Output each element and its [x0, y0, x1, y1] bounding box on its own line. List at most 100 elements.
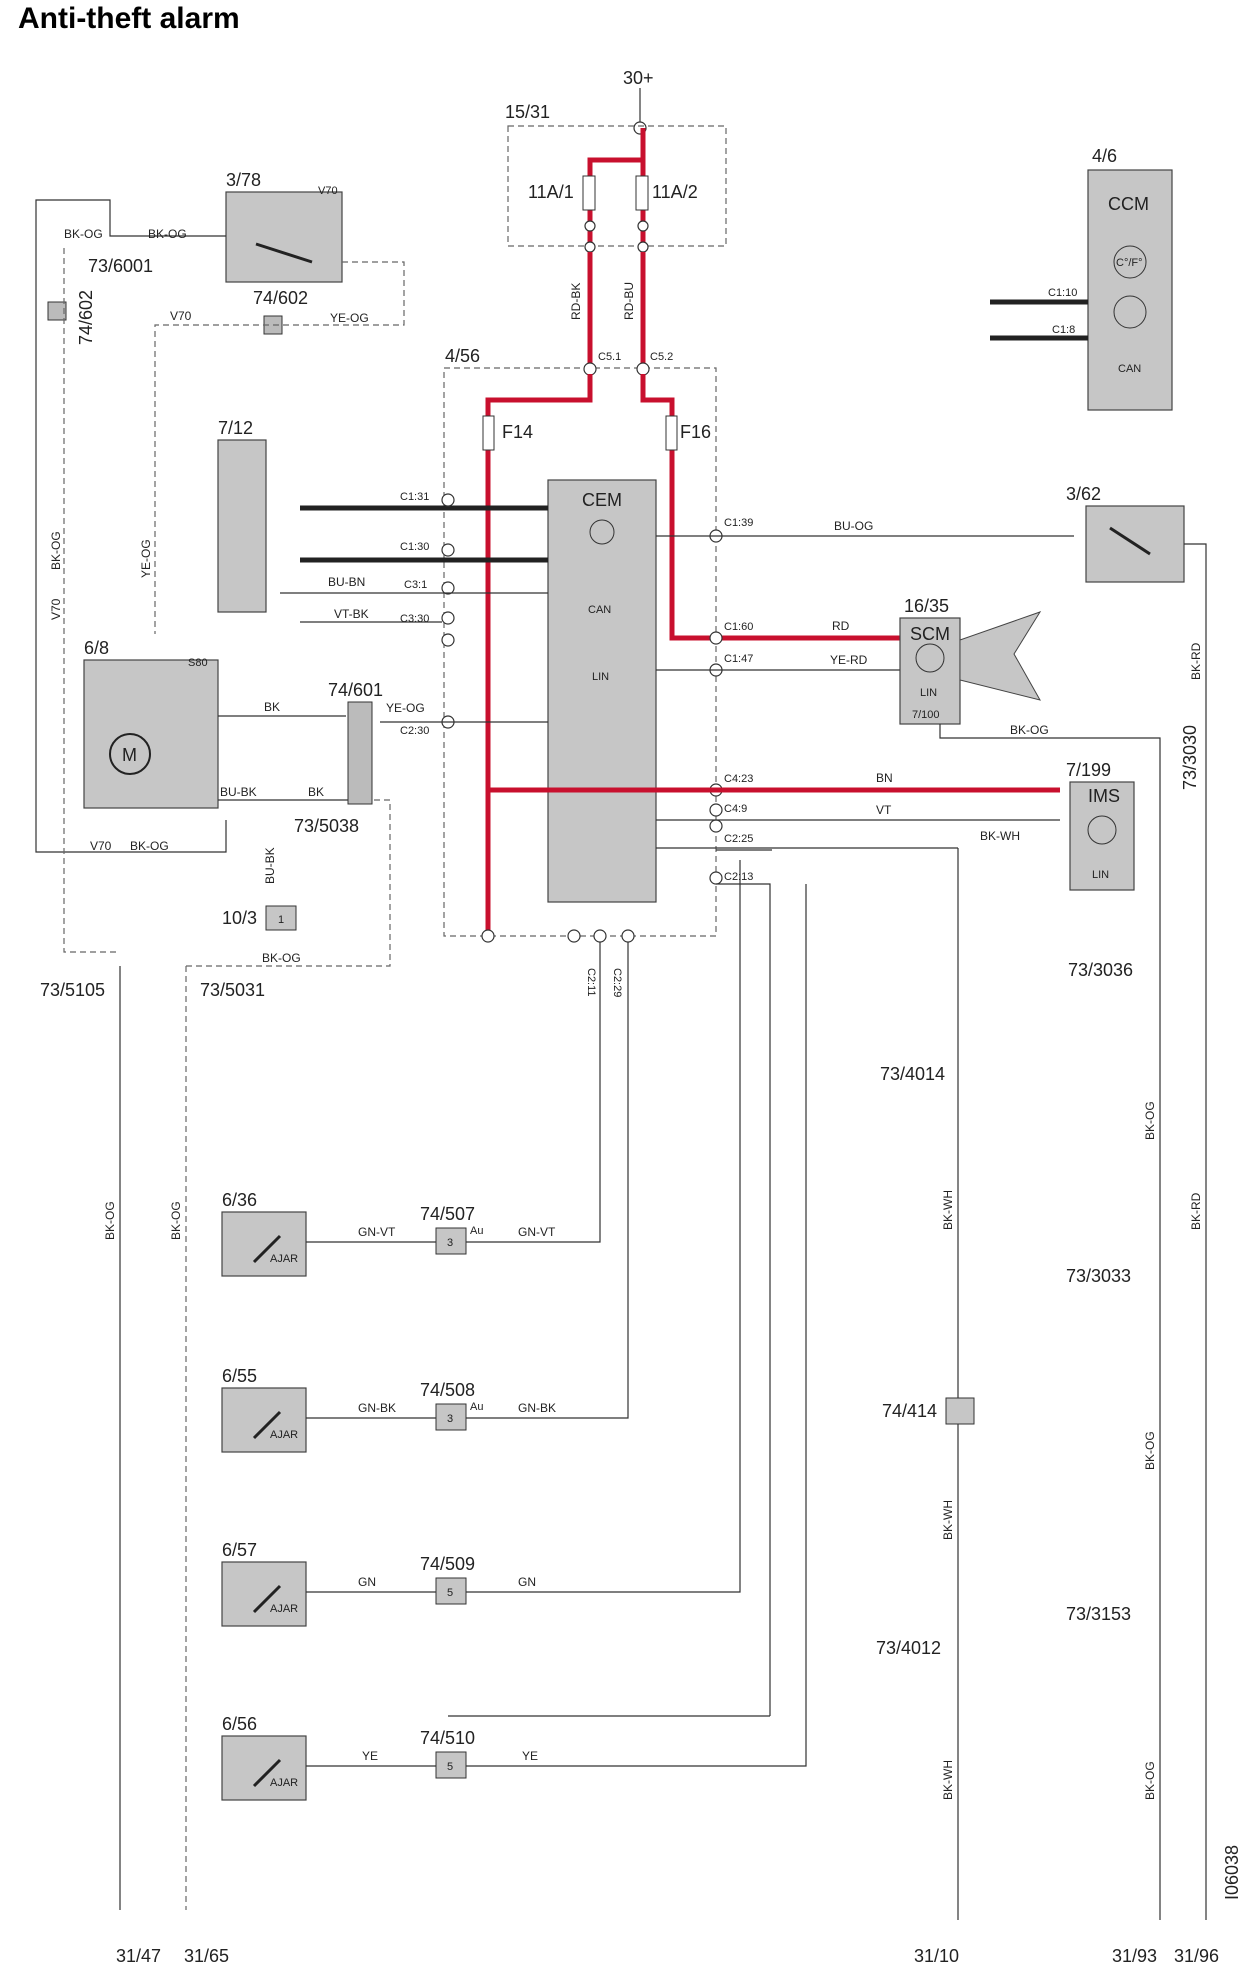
- wire-label: RD-BU: [622, 282, 636, 320]
- ccm-can: CAN: [1118, 363, 1141, 375]
- ground-label: 31/65: [184, 1946, 229, 1966]
- fuse-11a1: [582, 175, 596, 211]
- door-switch-3: 6/57 AJAR GN 74/509 5 GN: [221, 1540, 536, 1627]
- pin-label: C2:30: [400, 725, 429, 737]
- doc-id: I06038: [1222, 1845, 1242, 1900]
- wire-bk-og: [35, 199, 227, 853]
- pin-c52-node: [636, 362, 650, 376]
- wire-label: BK-OG: [1143, 1761, 1157, 1800]
- connector-pin: 5: [447, 1761, 453, 1773]
- wire-label: BU-BN: [328, 575, 365, 589]
- wire-label: BK-OG: [64, 227, 103, 241]
- wire-label: BK: [308, 785, 324, 799]
- pin-node: [441, 633, 455, 647]
- wire-label: GN-BK: [358, 1401, 396, 1415]
- cem-module: [547, 479, 657, 903]
- splice-label: 73/5038: [294, 816, 359, 836]
- door-switch-4: 6/56 AJAR YE 74/510 5 YE: [221, 1714, 538, 1801]
- wire-label: BU-BK: [263, 847, 277, 884]
- ajar-label: AJAR: [270, 1253, 298, 1265]
- pin-node: [709, 871, 723, 885]
- connector-74601: [347, 701, 373, 805]
- wire-label: V70: [49, 598, 63, 620]
- motor-68: [83, 659, 219, 809]
- pin-node: [441, 493, 455, 507]
- wire-label: BU-OG: [834, 519, 873, 533]
- ccm-module: [1087, 169, 1173, 411]
- fuse-f16: [665, 415, 678, 451]
- sensor-712-id: 7/12: [218, 418, 253, 438]
- pin-node: [709, 631, 723, 645]
- connector-pin: 3: [447, 1237, 453, 1249]
- lin-label: LIN: [592, 671, 609, 683]
- connector-74602-pin7: [47, 301, 67, 321]
- wire-label: BU-BK: [220, 785, 257, 799]
- wire-label: GN-BK: [518, 1401, 556, 1415]
- wire-label: BK: [264, 700, 280, 714]
- pin-label: C2:25: [724, 833, 753, 845]
- door-switch-2: 6/55 AJAR GN-BK 74/508 3 Au GN-BK: [221, 1366, 556, 1453]
- wire-label: GN: [518, 1575, 536, 1589]
- wire-label: YE: [362, 1749, 378, 1763]
- fuse-node: [584, 241, 596, 253]
- switch-378-contact: [255, 242, 313, 264]
- splice-label: 73/5105: [40, 980, 105, 1000]
- fuse-11a1-label: 11A/1: [528, 182, 574, 202]
- splice-label: 73/3030: [1180, 725, 1200, 790]
- splice-label: 73/3033: [1066, 1266, 1131, 1286]
- dashed-wire: [186, 799, 391, 967]
- scm-id: 16/35: [904, 596, 949, 616]
- wire-bk-og-right: [939, 724, 1161, 1920]
- pin-label: C5.1: [598, 351, 621, 363]
- connector-au: Au: [470, 1225, 483, 1237]
- connector-au: Au: [470, 1401, 483, 1413]
- ground-103-pin: 1: [278, 914, 284, 926]
- wire-label: YE-OG: [330, 311, 369, 325]
- wire-label: BK-OG: [49, 531, 63, 570]
- motor-symbol: M: [122, 745, 137, 765]
- wire-c229: [448, 942, 629, 1419]
- pin-node: [441, 581, 455, 595]
- connector-label: 74/602: [253, 288, 308, 308]
- pin-node: [441, 543, 455, 557]
- wire-label: YE-OG: [139, 539, 153, 578]
- ims-icon: [1087, 815, 1117, 845]
- connector-label: 74/510: [420, 1728, 475, 1748]
- ground-label: 31/96: [1174, 1946, 1219, 1966]
- wire-label: BK-OG: [169, 1201, 183, 1240]
- ccm-label: CCM: [1108, 194, 1149, 214]
- wire-label: VT: [876, 803, 892, 817]
- splice-label: 73/3153: [1066, 1604, 1131, 1624]
- wire-label: BK-OG: [1010, 723, 1049, 737]
- wire-c225: [448, 860, 741, 1593]
- fuse-f16-label: F16: [680, 422, 711, 442]
- sensor-712: [217, 439, 267, 613]
- scm-label: SCM: [910, 624, 950, 644]
- wire-label: GN: [358, 1575, 376, 1589]
- door-switch-id: 6/55: [222, 1366, 257, 1386]
- switch-362-contact: [1109, 526, 1151, 556]
- splice-label: 73/4012: [876, 1638, 941, 1658]
- wire-label: BK-OG: [262, 951, 301, 965]
- pin-label: C2:29: [611, 968, 623, 997]
- wire-label: BK-RD: [1189, 642, 1203, 680]
- pin-label: C2:11: [585, 968, 597, 997]
- connector-label: 74/414: [882, 1401, 937, 1421]
- pin-label: C1:31: [400, 491, 429, 503]
- wire-label: BN: [876, 771, 893, 785]
- wire-c213: [716, 883, 771, 1716]
- pin-label: C5.2: [650, 351, 673, 363]
- transistor-icon: [1113, 295, 1147, 329]
- pin-node: [709, 819, 723, 833]
- wire-label: BK-RD: [1189, 1192, 1203, 1230]
- wire-label: BK-WH: [941, 1500, 955, 1540]
- pin-label: C4:23: [724, 773, 753, 785]
- connector-label: 74/601: [328, 680, 383, 700]
- connector-label: 74/507: [420, 1204, 475, 1224]
- pin-label: C1:10: [1048, 287, 1077, 299]
- pin-c51-node: [583, 362, 597, 376]
- scm-sub: 7/100: [912, 709, 940, 721]
- fuse-node: [584, 220, 596, 232]
- transistor-icon: [589, 519, 615, 545]
